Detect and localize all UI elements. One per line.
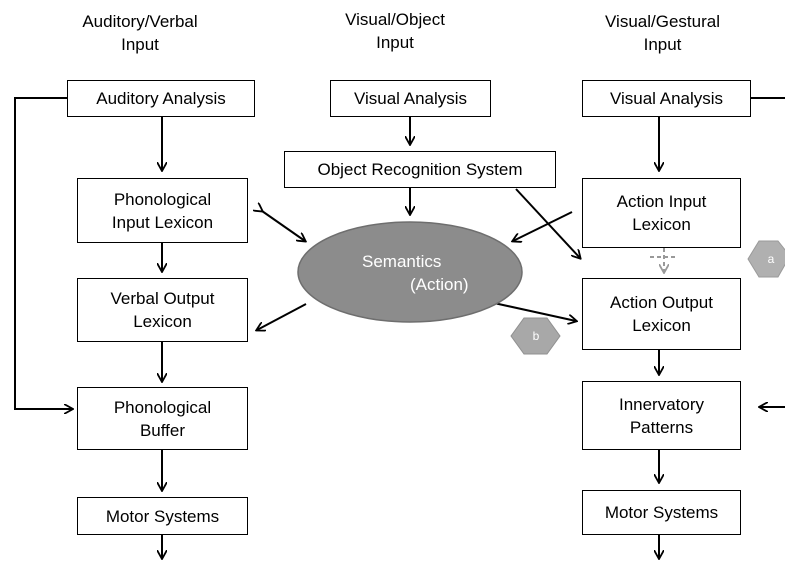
auditory-analysis-box: Auditory Analysis [67,80,255,117]
arrow-semantics-to-action-output [493,302,576,321]
semantics-action-label: (Action) [410,275,469,294]
badge-a-label: a [767,252,775,266]
heading-visual-gestural-input: Visual/Gestural Input [605,12,720,54]
visual-analysis-box-right: Visual Analysis [582,80,751,117]
arrow-object-recognition-to-action-output [515,188,580,258]
object-recognition-system-box: Object Recognition System [284,151,556,188]
semantics-label: Semantics [362,252,442,271]
action-input-lexicon-box: Action Input Lexicon [582,178,741,248]
heading-visual-object-input: Visual/Object Input [345,10,445,52]
arrow-auditory-bypass-to-buffer [14,97,72,409]
arrow-semantics-to-verbal-output [257,303,307,330]
phonological-buffer-box: Phonological Buffer [77,387,248,450]
verbal-output-lexicon-box: Verbal Output Lexicon [77,278,248,342]
phonological-input-lexicon-box: Phonological Input Lexicon [77,178,248,243]
arrow-action-input-to-semantics [513,211,573,241]
heading-auditory-verbal-input: Auditory/Verbal Input [82,12,198,54]
arrow-semantics-phon-input-bidirectional [262,211,305,241]
badge-b-label: b [532,329,540,343]
badge-b-shape [510,317,561,355]
action-output-lexicon-box: Action Output Lexicon [582,278,741,350]
visual-analysis-box-middle: Visual Analysis [330,80,491,117]
innervatory-patterns-box: Innervatory Patterns [582,381,741,450]
badge-a-shape [747,240,785,278]
right-motor-systems-box: Motor Systems [582,490,741,535]
semantics-ellipse [297,221,523,323]
left-motor-systems-box: Motor Systems [77,497,248,535]
